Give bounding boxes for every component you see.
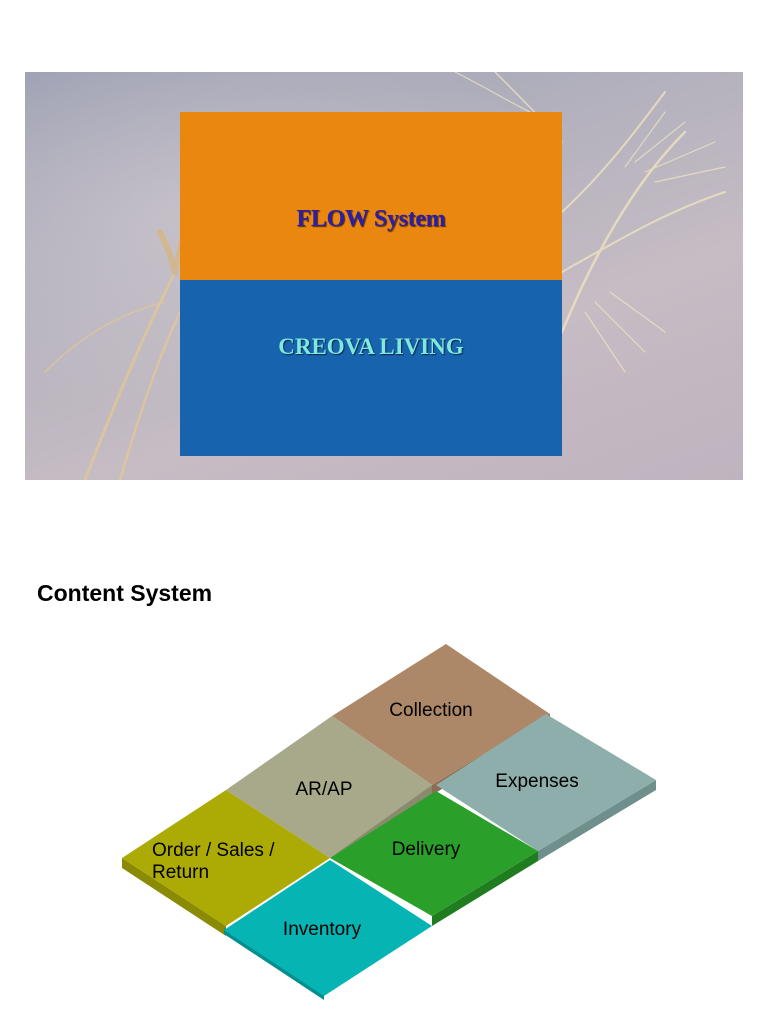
slide-subtitle: CREOVA LIVING (278, 334, 464, 359)
tile-expenses-label: Expenses (495, 771, 578, 792)
tile-order-sales-return-face (122, 790, 330, 926)
tile-delivery: Delivery (330, 791, 538, 926)
title-slide: FLOW System CREOVA LIVING (25, 72, 743, 480)
tile-order-sales-return: Order / Sales / Return (122, 790, 330, 936)
tile-inventory-label: Inventory (283, 919, 362, 940)
tile-delivery-edge (432, 851, 538, 926)
section-heading: Content System (37, 580, 213, 606)
slide-title: FLOW System (296, 206, 446, 232)
tile-ar-ap: AR/AP (226, 716, 432, 858)
title-box: FLOW System CREOVA LIVING (180, 112, 562, 456)
tile-collection-label: Collection (389, 700, 472, 721)
tile-order-sales-return-label-line-1: Order / Sales / (152, 840, 275, 861)
tile-expenses-face (436, 714, 656, 851)
tile-expenses: Expenses (436, 714, 656, 861)
tile-delivery-face (330, 791, 538, 916)
tile-delivery-label: Delivery (392, 839, 461, 860)
title-bottom-panel (180, 280, 562, 456)
tile-collection-face (332, 644, 550, 785)
tile-order-sales-return-label-line-2: Return (152, 862, 209, 883)
tile-inventory-face (224, 860, 432, 996)
tile-inventory: Inventory (224, 860, 432, 1000)
tile-ar-ap-label: AR/AP (295, 779, 352, 800)
tile-expenses-edge (538, 780, 656, 861)
tile-order-sales-return-edge (122, 858, 226, 936)
tile-ar-ap-face (226, 716, 432, 858)
title-top-panel (180, 112, 562, 280)
